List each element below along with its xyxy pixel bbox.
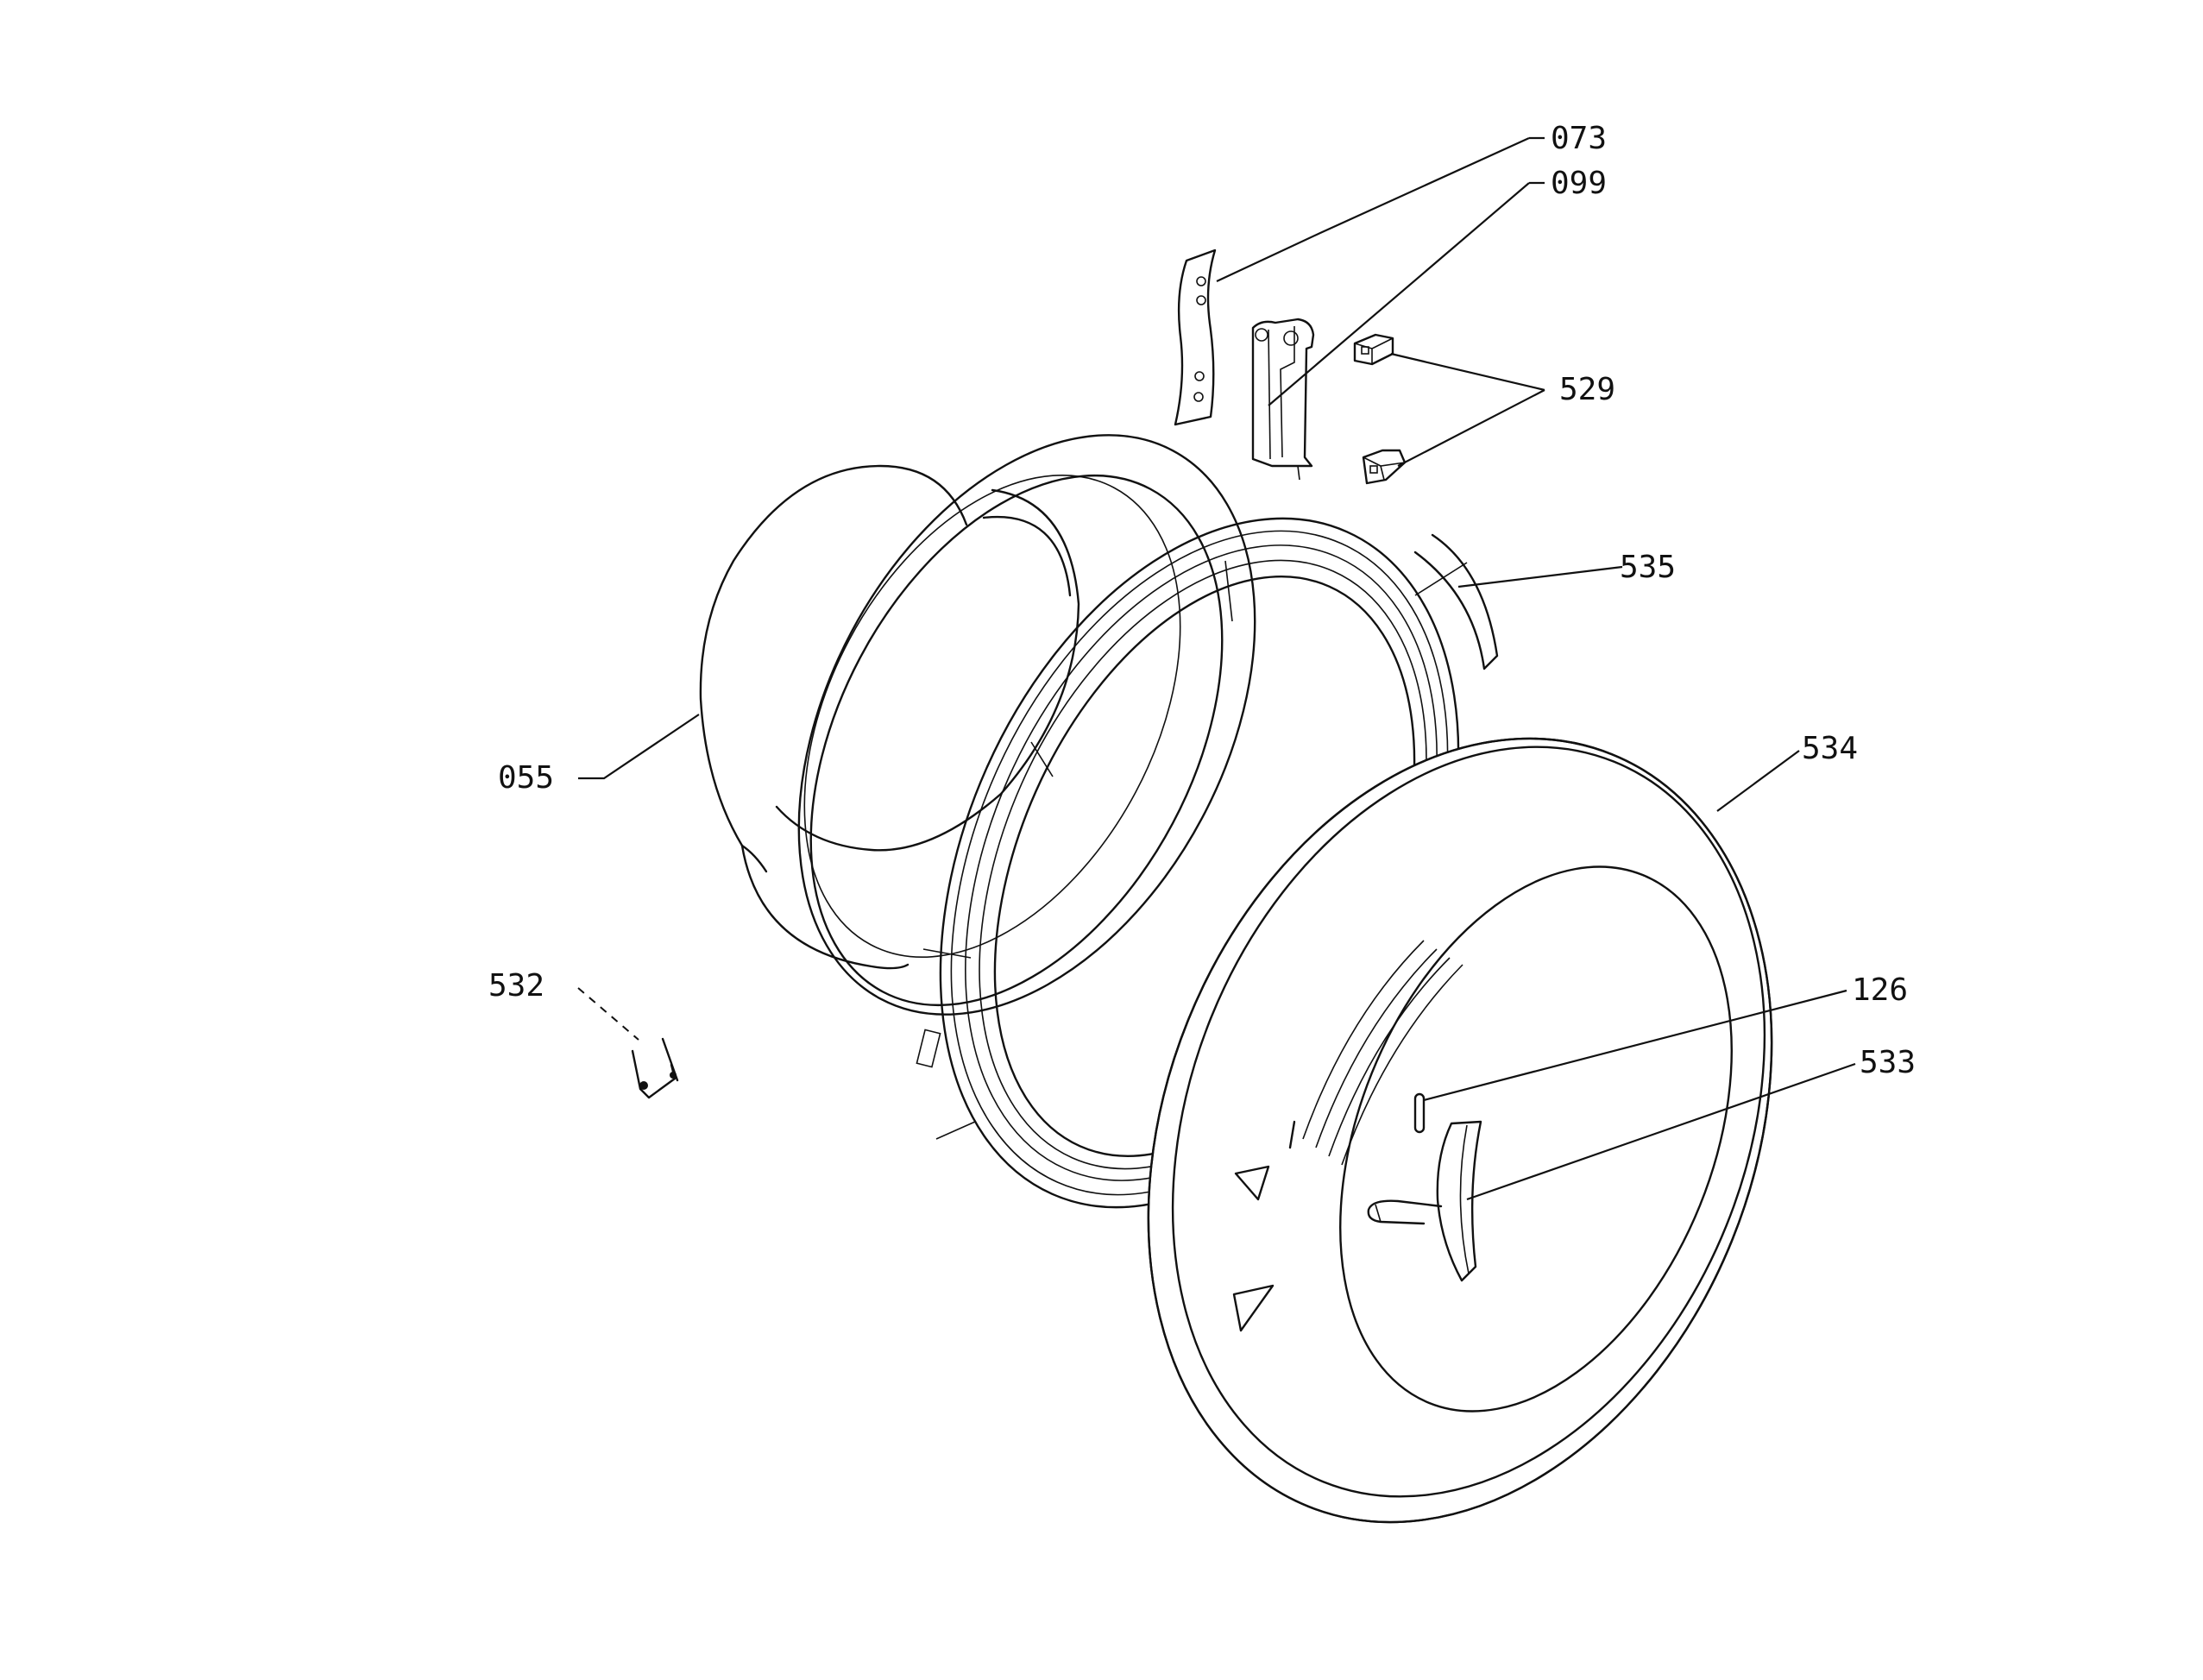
label-532: 532 <box>488 968 544 1004</box>
label-534: 534 <box>1802 731 1858 766</box>
leader-073 <box>1216 136 1545 282</box>
leader-126 <box>1423 989 1847 1102</box>
leader-533 <box>1466 1062 1856 1201</box>
door-outer-ring <box>740 434 1256 1016</box>
label-099: 099 <box>1551 166 1607 201</box>
leader-532 <box>577 987 639 1041</box>
part-099-hinge <box>1251 318 1315 481</box>
label-535: 535 <box>1620 550 1676 585</box>
leader-534 <box>1716 750 1800 812</box>
label-126: 126 <box>1852 972 1908 1008</box>
part-534-door-frame <box>1147 737 1773 1524</box>
label-073: 073 <box>1551 121 1607 156</box>
part-126-pin <box>1413 1092 1426 1134</box>
part-073-hinge-plate <box>1174 249 1217 426</box>
part-532-spring-clip <box>631 1037 679 1099</box>
label-055: 055 <box>498 760 554 796</box>
part-055-inner-bowl <box>699 464 1072 873</box>
leader-529-a <box>1390 352 1545 392</box>
label-529: 529 <box>1559 372 1615 407</box>
leader-055 <box>578 714 700 780</box>
leader-lines <box>577 136 1856 1201</box>
part-labels: 073 099 529 535 055 534 532 126 533 <box>488 121 1916 1080</box>
leader-099 <box>1268 181 1545 406</box>
part-533-handle <box>1367 1120 1482 1282</box>
leader-535 <box>1457 565 1623 588</box>
label-533: 533 <box>1860 1045 1916 1080</box>
leader-529-b <box>1397 389 1545 467</box>
part-529-clips <box>1353 333 1407 485</box>
